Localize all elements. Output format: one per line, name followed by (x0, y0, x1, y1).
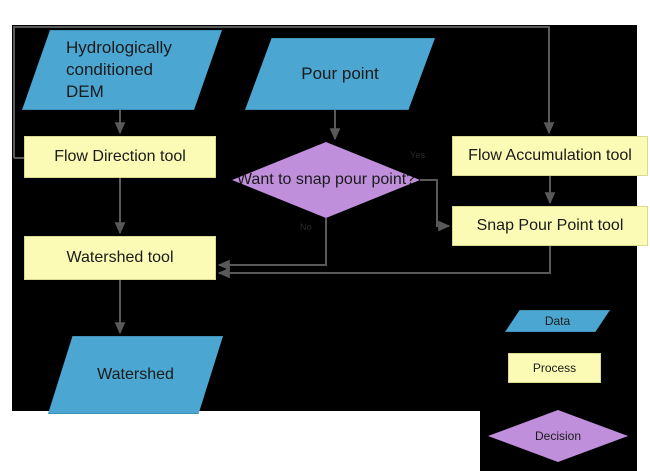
legend-item-label: Process (532, 361, 577, 375)
node-label: Pour point (301, 64, 379, 83)
edge-decision-yes-to-snap-pour-point (420, 179, 451, 232)
node-label: Want to snap pour point? (236, 171, 416, 189)
legend-item-data: Data (505, 310, 610, 332)
node-label: Flow Accumulation tool (468, 147, 632, 164)
node-hydrologically-conditioned-dem[interactable]: Hydrologically conditioned DEM (22, 30, 222, 110)
node-pour-point[interactable]: Pour point (245, 38, 435, 110)
legend-item-label: Data (544, 314, 571, 328)
node-label: Snap Pour Point tool (476, 217, 624, 234)
node-watershed[interactable]: Watershed (48, 336, 223, 414)
node-flow-accumulation-tool[interactable]: Flow Accumulation tool (452, 136, 648, 176)
edge-label-no: No (300, 222, 312, 232)
edge-dem-to-flow-accumulation (13, 26, 555, 158)
legend-item-label: Decision (534, 429, 582, 443)
node-label: Watershed (97, 366, 174, 383)
legend-item-process: Process (508, 353, 601, 383)
node-watershed-tool[interactable]: Watershed tool (24, 236, 216, 280)
edge-label-yes: Yes (410, 150, 426, 160)
node-flow-direction-tool[interactable]: Flow Direction tool (24, 136, 216, 178)
node-label: Watershed tool (66, 249, 174, 266)
node-label: Flow Direction tool (54, 148, 186, 165)
node-snap-pour-point-tool[interactable]: Snap Pour Point tool (452, 206, 648, 246)
edge-decision-no-to-watershed-tool (217, 218, 327, 271)
edge-snap-pour-point-to-watershed-tool (217, 246, 551, 279)
node-label: Hydrologically conditioned DEM (66, 38, 172, 101)
